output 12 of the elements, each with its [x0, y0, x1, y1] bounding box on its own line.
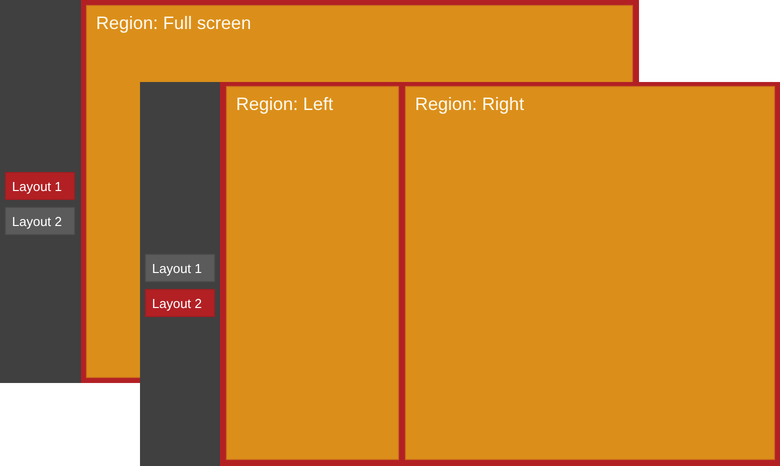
layout-button: Layout 1 [5, 172, 75, 200]
region-panel [402, 82, 780, 466]
region-title: Region: Full screen [96, 12, 252, 34]
layout-button: Layout 2 [145, 289, 215, 317]
sidebar-panel [0, 0, 81, 383]
region-panel [81, 0, 639, 82]
layout-button: Layout 1 [145, 254, 215, 282]
sidebar-panel [140, 82, 220, 466]
layout-button: Layout 2 [5, 207, 75, 235]
region-title: Region: Right [415, 93, 524, 115]
region-title: Region: Left [236, 93, 334, 115]
region-panel [220, 82, 402, 466]
